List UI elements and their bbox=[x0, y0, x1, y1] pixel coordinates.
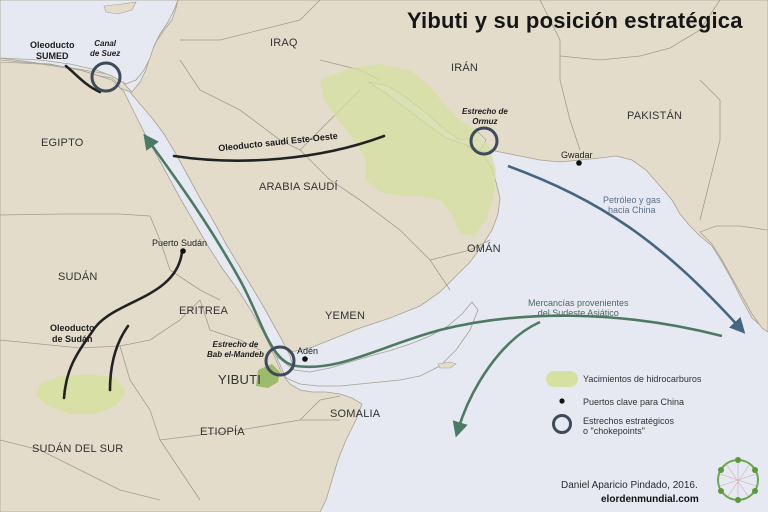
land-india bbox=[699, 225, 768, 333]
pipeline-sudan-branch bbox=[108, 324, 130, 392]
label-ethiopia: ETIOPÍA bbox=[200, 426, 245, 438]
label-yemen: YEMEN bbox=[325, 310, 366, 322]
route-goods-main bbox=[143, 133, 723, 369]
label-route-oil-gas: Petróleo y gas hacia China bbox=[603, 195, 661, 215]
label-pakistan: PAKISTÁN bbox=[627, 110, 683, 122]
label-eritrea: ERITREA bbox=[179, 305, 229, 317]
gulf-of-aden bbox=[275, 301, 479, 387]
legend-chokepoint-ring bbox=[552, 414, 572, 434]
label-sumed-pipeline: Oleoducto SUMED bbox=[30, 40, 75, 61]
label-route-goods: Mercancías provenientes del Sudeste Asiá… bbox=[528, 298, 629, 318]
djibouti-shape bbox=[256, 364, 280, 388]
label-port-gwadar: Gwadar bbox=[561, 150, 593, 160]
route-goods-branch bbox=[452, 320, 541, 438]
chokepoint-hormuz-ring bbox=[469, 126, 499, 156]
map-title: Yibuti y su posición estratégica bbox=[407, 8, 743, 33]
country-borders bbox=[0, 0, 721, 501]
legend-chokepoints-label: Estrechos estratégicos o "chokepoints" bbox=[583, 416, 675, 436]
legend-hydrocarbon-swatch bbox=[546, 371, 578, 387]
label-port-aden: Adén bbox=[297, 346, 319, 356]
port-sudan-dot bbox=[180, 248, 186, 254]
label-somalia: SOMALIA bbox=[330, 408, 381, 420]
label-djibouti: YIBUTI bbox=[218, 372, 262, 387]
cyprus bbox=[103, 1, 137, 15]
port-aden-dot bbox=[302, 356, 308, 362]
label-sudan: SUDÁN bbox=[58, 271, 98, 283]
hydrocarbon-field-sudan bbox=[36, 374, 126, 414]
pipeline-saudi-east-west bbox=[172, 134, 386, 162]
label-oman: OMÁN bbox=[467, 243, 501, 255]
label-south-sudan: SUDÁN DEL SUR bbox=[32, 443, 124, 455]
label-iran: IRÁN bbox=[451, 62, 479, 74]
credit-author: Daniel Aparicio Pindado, 2016. bbox=[561, 480, 698, 491]
label-iraq: IRAQ bbox=[270, 37, 298, 49]
pipeline-sudan-main bbox=[62, 250, 184, 400]
label-hormuz-strait: Estrecho de Ormuz bbox=[462, 107, 508, 126]
credit-site: elordenmundial.com bbox=[601, 494, 699, 505]
port-gwadar-dot bbox=[576, 160, 582, 166]
chokepoint-bab-el-mandeb-ring bbox=[264, 345, 296, 377]
label-bab-el-mandeb: Estrecho de Bab el-Mandeb bbox=[207, 340, 264, 359]
label-port-sudan: Puerto Sudán bbox=[152, 238, 208, 248]
logo-icon bbox=[717, 457, 759, 503]
label-suez-canal: Canal de Suez bbox=[90, 39, 121, 58]
label-sudan-pipeline: Oleoducto de Sudán bbox=[50, 323, 95, 344]
legend-hydrocarbons-label: Yacimientos de hidrocarburos bbox=[583, 374, 702, 384]
chokepoint-suez-ring bbox=[90, 61, 122, 93]
legend-port-dot bbox=[559, 398, 565, 404]
label-egypt: EGIPTO bbox=[41, 137, 84, 149]
mediterranean bbox=[0, 0, 179, 85]
route-oil-gas bbox=[507, 164, 746, 334]
legend-ports-label: Puertos clave para China bbox=[583, 397, 685, 407]
pipeline-sumed bbox=[64, 64, 102, 94]
pipelines bbox=[62, 64, 386, 400]
hydrocarbon-field-gulf bbox=[320, 64, 496, 236]
socotra bbox=[437, 361, 457, 369]
label-saudi-arabia: ARABIA SAUDÍ bbox=[259, 181, 338, 193]
